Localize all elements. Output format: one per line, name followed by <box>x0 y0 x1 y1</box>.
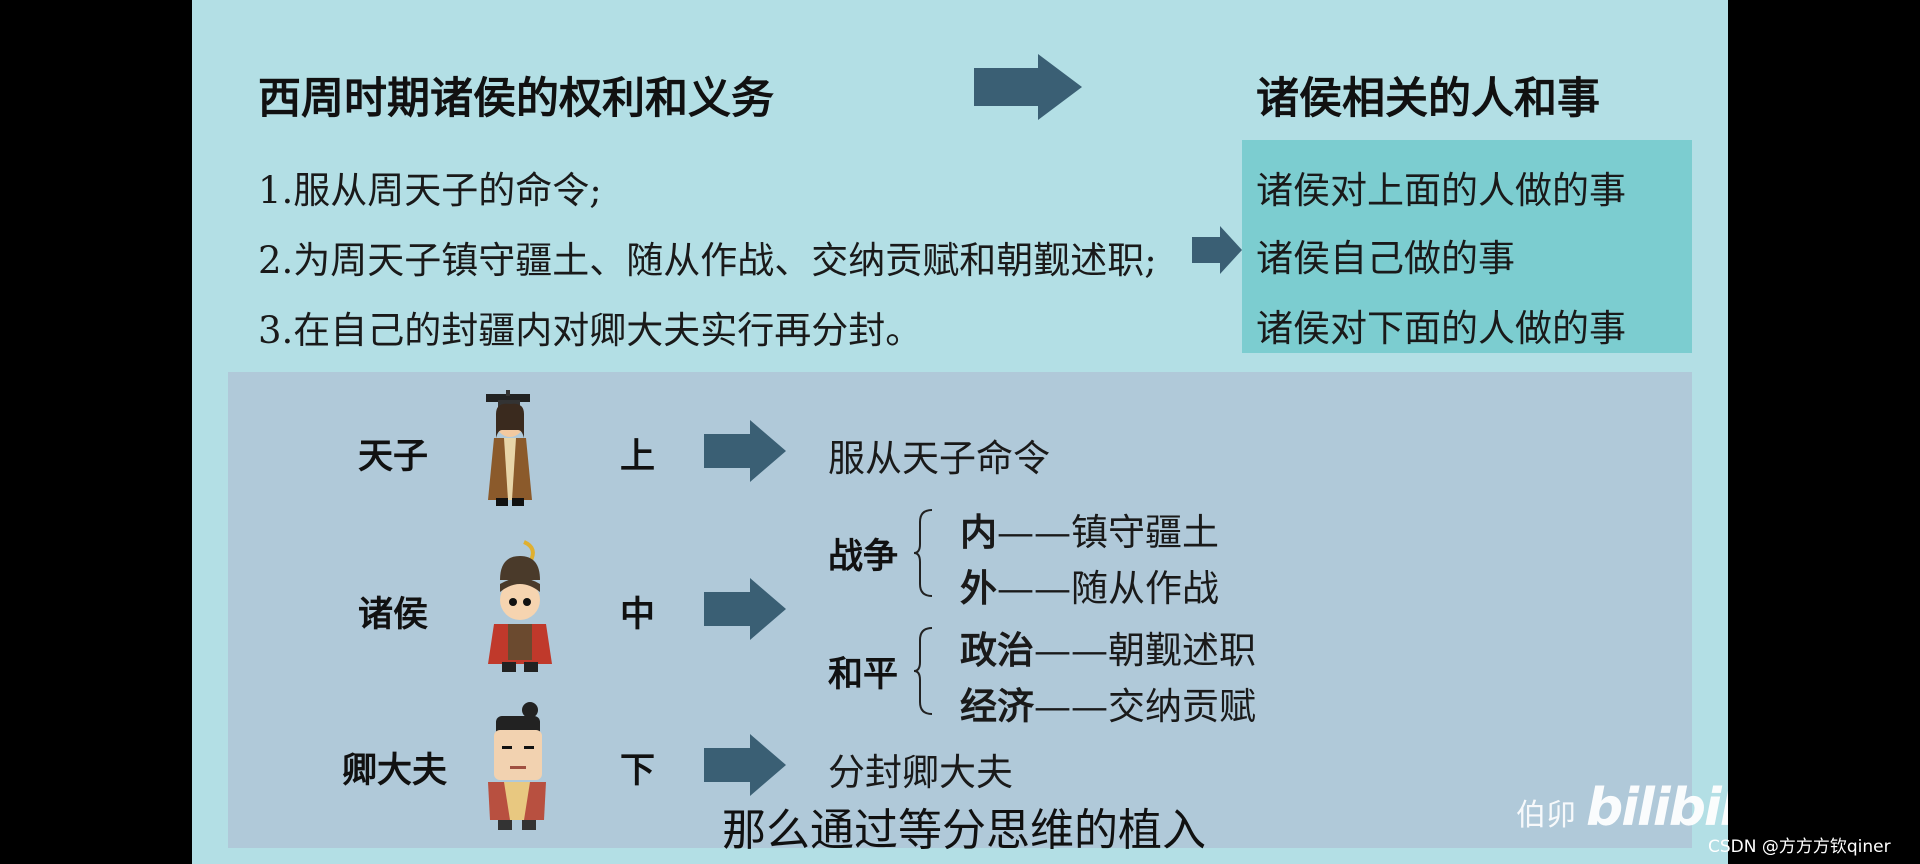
war-brace-icon <box>913 509 933 597</box>
slide-title: 西周时期诸侯的权利和义务 <box>258 74 774 124</box>
bilibili-logo: bilibili <box>1586 778 1728 838</box>
category-box: 诸侯对上面的人做的事 诸侯自己做的事 诸侯对下面的人做的事 <box>1242 140 1692 353</box>
peace-economy-item: 经济——交纳贡赋 <box>960 685 1256 728</box>
peace-politics-item: 政治——朝觐述职 <box>960 629 1256 672</box>
war-label: 战争 <box>828 537 899 577</box>
category-downward: 诸侯对下面的人做的事 <box>1256 307 1626 350</box>
emperor-avatar-icon <box>486 390 532 506</box>
war-inner-item: 内——镇守疆土 <box>960 511 1219 554</box>
slide: 西周时期诸侯的权利和义务 诸侯相关的人和事 1.服从周天子的命令; 2.为周天子… <box>192 0 1728 864</box>
official-avatar-icon <box>488 702 546 830</box>
bottom-description: 分封卿大夫 <box>828 751 1013 794</box>
peace-label: 和平 <box>828 655 899 695</box>
duty-item-2: 2.为周天子镇守疆土、随从作战、交纳贡赋和朝觐述职; <box>258 239 1157 282</box>
title-arrow-icon <box>974 54 1082 120</box>
peace-brace-icon <box>913 627 933 715</box>
hierarchy-panel: 天子 上 服从天子命令 诸侯 <box>228 372 1692 848</box>
bilibili-watermark: 伯卯 bilibili <box>1516 778 1728 838</box>
middle-arrow-icon <box>704 578 786 640</box>
level-position-bottom: 下 <box>620 751 656 791</box>
bottom-arrow-icon <box>704 734 786 796</box>
level-position-middle: 中 <box>620 595 656 635</box>
level-name-minister: 卿大夫 <box>342 751 448 791</box>
war-outer-item: 外——随从作战 <box>960 567 1219 610</box>
level-name-lord: 诸侯 <box>358 595 429 635</box>
duty-item-1: 1.服从周天子的命令; <box>258 169 602 212</box>
duty-item-3: 3.在自己的封疆内对卿大夫实行再分封。 <box>258 309 923 352</box>
video-subtitle: 那么通过等分思维的植入 <box>722 805 1206 856</box>
duty-arrow-icon <box>1192 226 1242 274</box>
csdn-credit: CSDN @方方方钦qiner <box>1708 837 1891 857</box>
general-avatar-icon <box>488 540 552 672</box>
category-upward: 诸侯对上面的人做的事 <box>1256 169 1626 212</box>
top-arrow-icon <box>704 420 786 482</box>
uploader-name: 伯卯 <box>1516 798 1576 833</box>
category-self: 诸侯自己做的事 <box>1256 237 1515 280</box>
level-name-emperor: 天子 <box>358 437 429 477</box>
top-description: 服从天子命令 <box>828 437 1050 480</box>
level-position-top: 上 <box>620 437 656 477</box>
related-title: 诸侯相关的人和事 <box>1256 74 1600 124</box>
